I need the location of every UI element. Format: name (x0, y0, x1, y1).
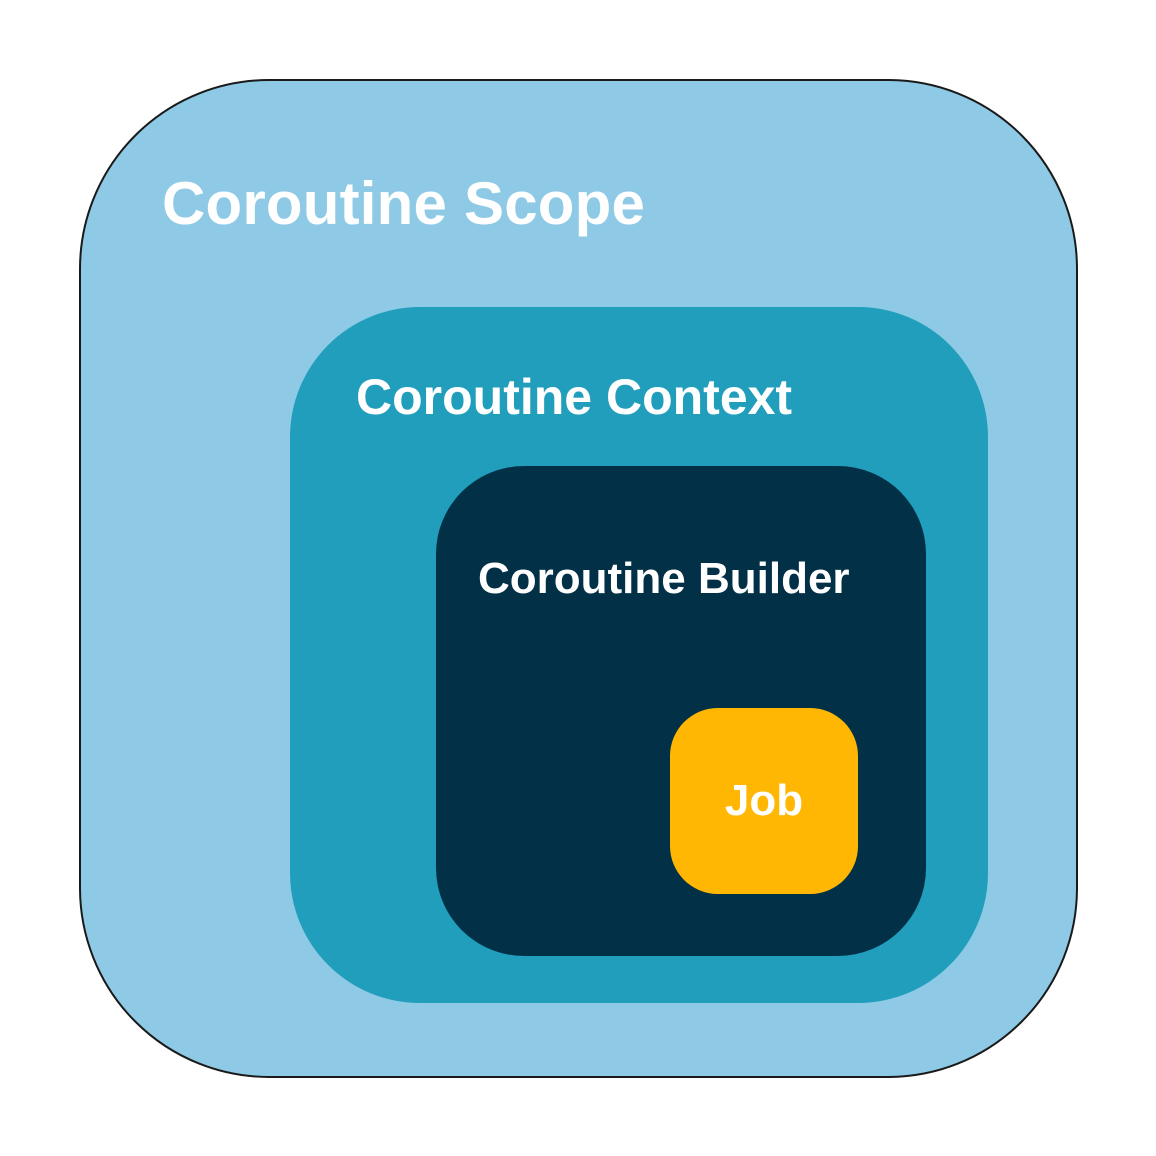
coroutine-scope-label: Coroutine Scope (162, 170, 646, 237)
coroutine-context-label: Coroutine Context (356, 369, 793, 425)
job-box: Job (670, 708, 858, 894)
coroutine-builder-label: Coroutine Builder (478, 554, 850, 603)
job-label: Job (724, 776, 804, 825)
coroutine-builder-box (436, 466, 926, 956)
